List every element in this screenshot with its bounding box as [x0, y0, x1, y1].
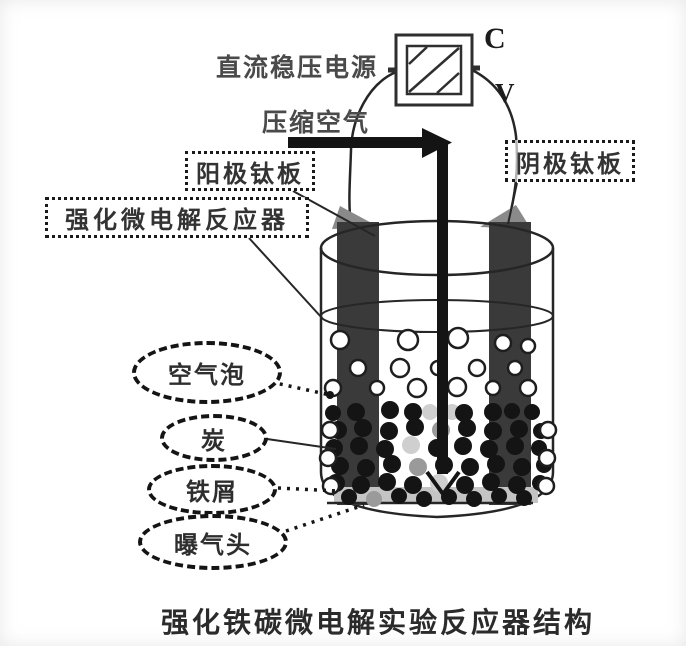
terminal-v-label: V: [495, 78, 515, 108]
reactor-label: 强化微电解反应器: [45, 197, 309, 238]
compressed-air-arrow: [288, 128, 452, 158]
iron-filings-label: 铁屑: [147, 464, 277, 515]
iron-carbon-bed: [325, 401, 552, 507]
anode-plate-label: 阳极钛板: [185, 151, 315, 191]
carbon-label: 炭: [160, 414, 268, 462]
air-bubbles: [323, 326, 538, 399]
compressed-air-label: 压缩空气: [262, 109, 371, 137]
aerator-head-label: 曝气头: [138, 514, 288, 570]
power-supply-label: 直流稳压电源: [216, 54, 379, 82]
air-pipe: [425, 141, 461, 498]
wall-bubbles: [318, 420, 558, 496]
power-supply-icon: [388, 33, 480, 107]
figure-caption: 强化铁碳微电解实验反应器结构: [160, 607, 595, 638]
cathode-plate-label: 阴极钛板: [505, 140, 635, 182]
air-bubble-label: 空气泡: [132, 341, 282, 404]
aerator-strip: [334, 487, 538, 503]
terminal-c-label: C: [484, 22, 506, 55]
